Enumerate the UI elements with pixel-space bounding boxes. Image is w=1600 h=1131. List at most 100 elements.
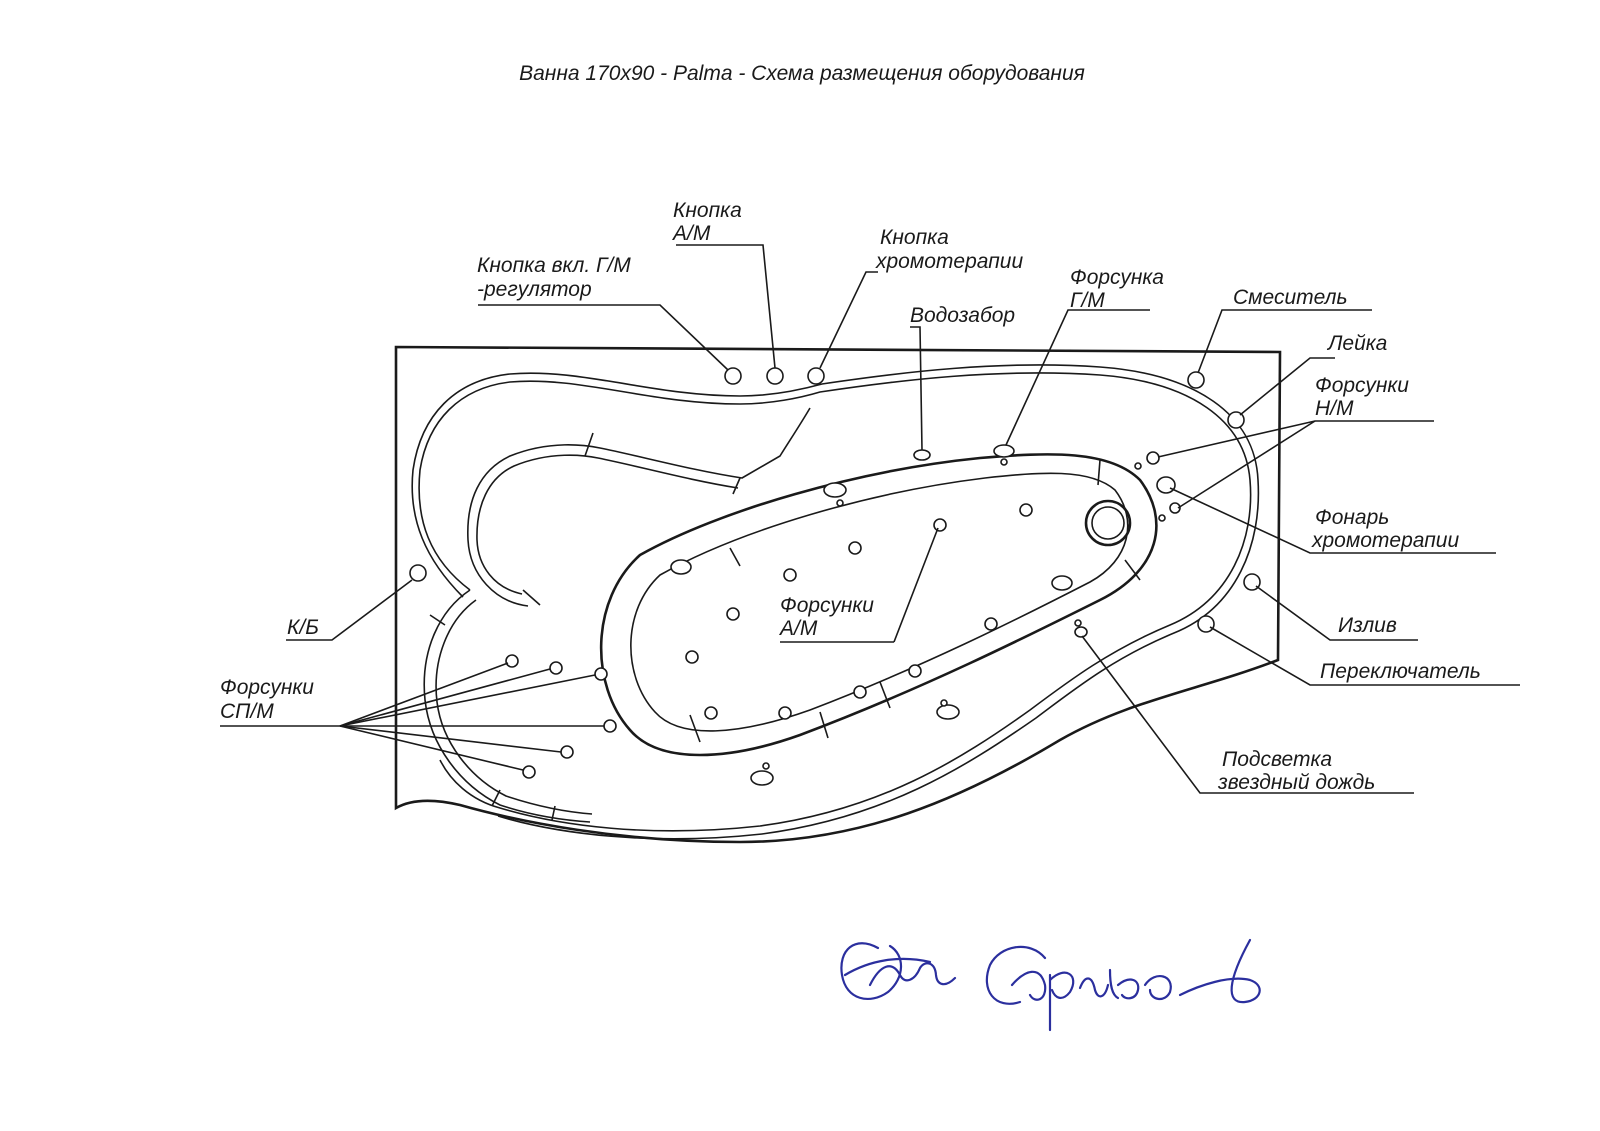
label-forsunki-nm-2: Н/М [1315, 397, 1354, 420]
well-floor [630, 472, 1129, 732]
button-am-hole [766, 367, 784, 385]
wall-jet-3 [1051, 575, 1073, 591]
label-knopka-gm-1: Кнопка вкл. Г/М [477, 254, 631, 277]
label-fonar-2: хромотерапии [1311, 529, 1459, 552]
leader-am [893, 527, 939, 643]
leader-spm-2 [339, 668, 551, 727]
leader-shower [1239, 357, 1335, 416]
leader-light [1169, 487, 1496, 554]
well-seam-3 [819, 711, 829, 739]
air-jet-10 [778, 706, 792, 720]
left-step-seam-2 [491, 789, 501, 807]
air-jet-2 [1019, 503, 1033, 517]
left-step-seam-3 [551, 805, 556, 821]
label-knopka-am-2: А/М [671, 222, 711, 245]
air-jet-5 [726, 607, 740, 621]
star-light-n [1074, 619, 1082, 627]
well-seam-1 [729, 547, 741, 567]
leader-star-light [1081, 635, 1414, 794]
label-vodozabor: Водозабор [910, 304, 1015, 327]
air-jet-11 [704, 706, 718, 720]
seat-jet-4 [603, 719, 617, 733]
drain-inner [1091, 506, 1125, 540]
leader-spm-5 [339, 725, 562, 753]
left-step [423, 589, 591, 823]
seat-jet-2 [549, 661, 563, 675]
chromotherapy-light [1156, 476, 1176, 494]
label-leika: Лейка [1326, 332, 1387, 355]
mixer-hole [1187, 371, 1205, 389]
label-fonar-1: Фонарь [1315, 506, 1389, 529]
switch-hole [1197, 615, 1215, 633]
well-seam-5 [1097, 459, 1101, 486]
leader-mixer [1197, 309, 1372, 374]
label-izliv: Излив [1338, 614, 1397, 637]
back-jet-4 [1158, 514, 1166, 522]
leader-lines [220, 244, 1520, 794]
deck-edge-inner [411, 364, 1260, 840]
wall-jet-5-n [762, 762, 770, 770]
well-seam-6 [1124, 559, 1141, 581]
labels: Кнопка А/М Кнопка вкл. Г/М -регулятор Кн… [220, 199, 1481, 794]
deck-edge [418, 372, 1252, 832]
wall-jet-4-n [940, 699, 948, 707]
leader-button-gm [478, 304, 729, 371]
wall-jet-1-n [836, 499, 844, 507]
label-forsunki-spm-1: Форсунки [220, 676, 314, 699]
label-forsunka-gm-2: Г/М [1070, 289, 1105, 312]
label-forsunka-gm-1: Форсунка [1070, 266, 1164, 289]
leader-spm-6 [339, 725, 524, 771]
leader-kb [286, 579, 413, 641]
label-kb: К/Б [287, 616, 319, 639]
seat-seam-2 [732, 477, 741, 495]
seat-outline [467, 407, 811, 607]
left-step-inner [435, 599, 593, 815]
label-knopka-chromo-2: хромотерапии [875, 250, 1023, 273]
label-podsvetka-1: Подсветка [1222, 748, 1332, 771]
leader-intake [910, 326, 923, 451]
star-light [1074, 626, 1088, 638]
seat-jet-5 [560, 745, 574, 759]
water-intake [913, 449, 931, 461]
drain-outer [1084, 499, 1132, 547]
leader-back-1 [1157, 420, 1434, 458]
hydro-jet-nozzle [1000, 458, 1008, 466]
well-seam-4 [879, 681, 891, 709]
leader-spm-3 [339, 674, 596, 727]
label-forsunki-spm-2: СП/М [220, 700, 274, 723]
shower-hole [1227, 411, 1245, 429]
left-step-seam-1 [429, 614, 446, 626]
signature [840, 938, 1261, 1032]
wall-jet-2 [670, 559, 692, 575]
leader-button-chromo [819, 271, 878, 369]
wall-jet-1 [823, 482, 847, 498]
leader-button-am [676, 244, 776, 369]
leader-switch [1209, 626, 1520, 686]
air-jet-9 [853, 685, 867, 699]
back-jet-1 [1146, 451, 1160, 465]
diagram-title: Ванна 170х90 - Palma - Схема размещения … [519, 62, 1085, 85]
seat-outline-inner [476, 454, 739, 595]
wall-jet-4 [936, 704, 960, 720]
main-well [599, 453, 1158, 757]
kb-hole [409, 564, 427, 582]
hydro-jet [993, 444, 1015, 458]
air-jet-4 [783, 568, 797, 582]
seat-jet-6 [522, 765, 536, 779]
air-jet-3 [848, 541, 862, 555]
well-seam-2 [689, 714, 701, 743]
leader-spm-1 [339, 662, 509, 727]
label-forsunki-am-1: Форсунки [780, 594, 874, 617]
label-forsunki-nm-1: Форсунки [1315, 374, 1409, 397]
leader-hydro [1005, 309, 1150, 446]
air-jet-7 [984, 617, 998, 631]
button-gm-hole [724, 367, 742, 385]
wall-jet-5 [750, 770, 774, 786]
air-jet-6 [685, 650, 699, 664]
button-chromo-hole [807, 367, 825, 385]
outer-rim [394, 345, 1282, 844]
air-jet-1 [933, 518, 947, 532]
label-podsvetka-2: звездный дождь [1217, 771, 1375, 794]
label-smesitel: Смеситель [1233, 286, 1348, 309]
